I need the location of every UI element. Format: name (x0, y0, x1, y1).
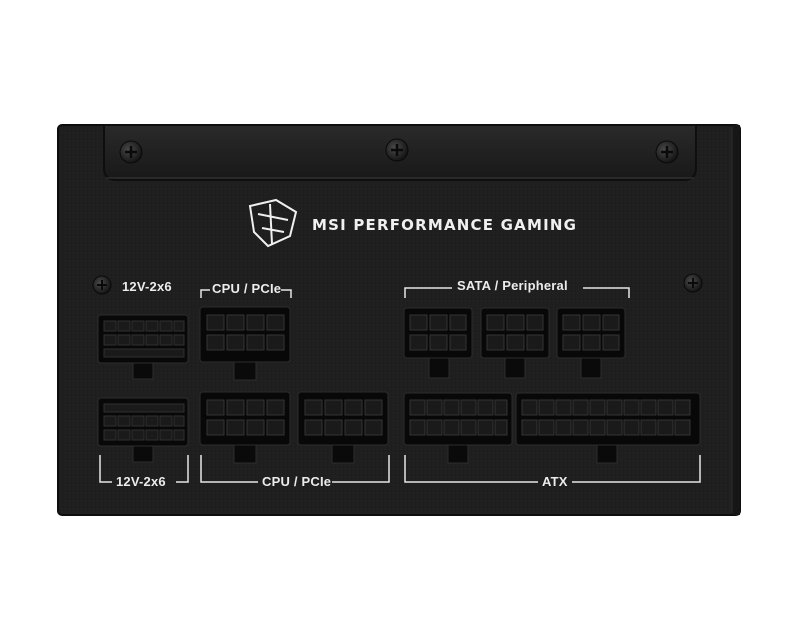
screw-icon (655, 140, 679, 164)
screw-icon (385, 138, 409, 162)
label-sata-peripheral: SATA / Peripheral (457, 278, 568, 293)
connector-cpu-pcie-bottom-2 (297, 391, 389, 464)
connector-sata-peripheral-2 (480, 307, 550, 379)
screw-icon (683, 273, 703, 293)
connector-cpu-pcie-top (199, 306, 291, 381)
label-cpu-pcie-top: CPU / PCIe (212, 281, 282, 296)
screw-icon (119, 140, 143, 164)
connector-12v-2x6-top (97, 314, 189, 380)
brand-text: MSI PERFORMANCE GAMING (312, 216, 578, 234)
connector-atx-small (403, 392, 513, 464)
msi-dragon-logo-icon (248, 198, 298, 248)
label-atx: ATX (542, 474, 568, 489)
label-bracket-lines (99, 287, 701, 483)
connector-atx-large (515, 392, 701, 464)
label-12v-2x6-bottom: 12V-2x6 (116, 474, 166, 489)
connector-sata-peripheral-3 (556, 307, 626, 379)
screw-icon (92, 275, 112, 295)
connector-cpu-pcie-bottom-1 (199, 391, 291, 464)
label-cpu-pcie-bottom: CPU / PCIe (262, 474, 332, 489)
connector-12v-2x6-bottom (97, 397, 189, 463)
label-12v-2x6-top: 12V-2x6 (122, 279, 172, 294)
connector-sata-peripheral-1 (403, 307, 473, 379)
